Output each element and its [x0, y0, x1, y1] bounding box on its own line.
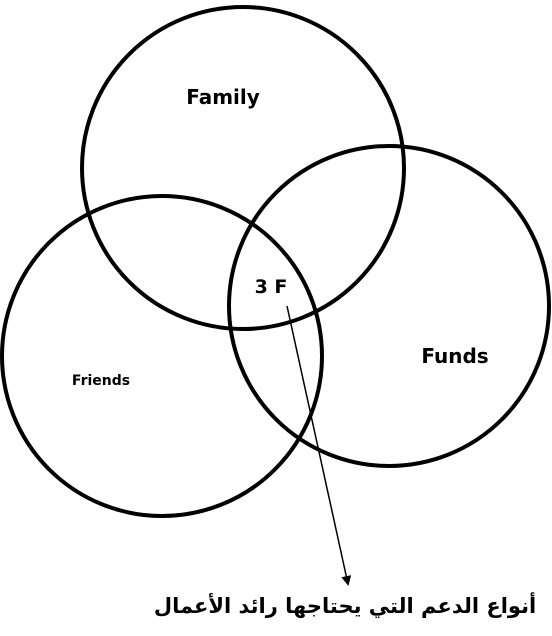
arrow-line — [286, 305, 352, 586]
circle-friends — [0, 194, 324, 518]
label-funds: Funds — [421, 344, 488, 368]
label-intersection: 3 F — [255, 276, 288, 298]
label-family: Family — [186, 85, 260, 109]
caption-text: أنواع الدعم التي يحتاجها رائد الأعمال — [153, 594, 537, 618]
circle-family — [80, 5, 406, 331]
label-friends: Friends — [72, 373, 130, 389]
circle-funds — [227, 144, 551, 468]
